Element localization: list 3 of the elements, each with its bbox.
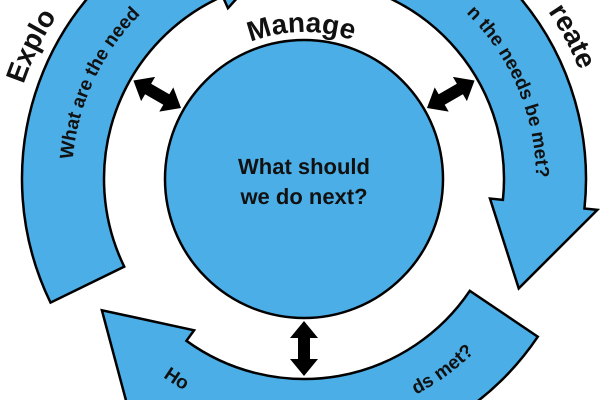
heading-text: Manage xyxy=(243,6,360,48)
question-text: Ho xyxy=(160,364,192,395)
question-text: What should we do next? xyxy=(237,153,371,211)
